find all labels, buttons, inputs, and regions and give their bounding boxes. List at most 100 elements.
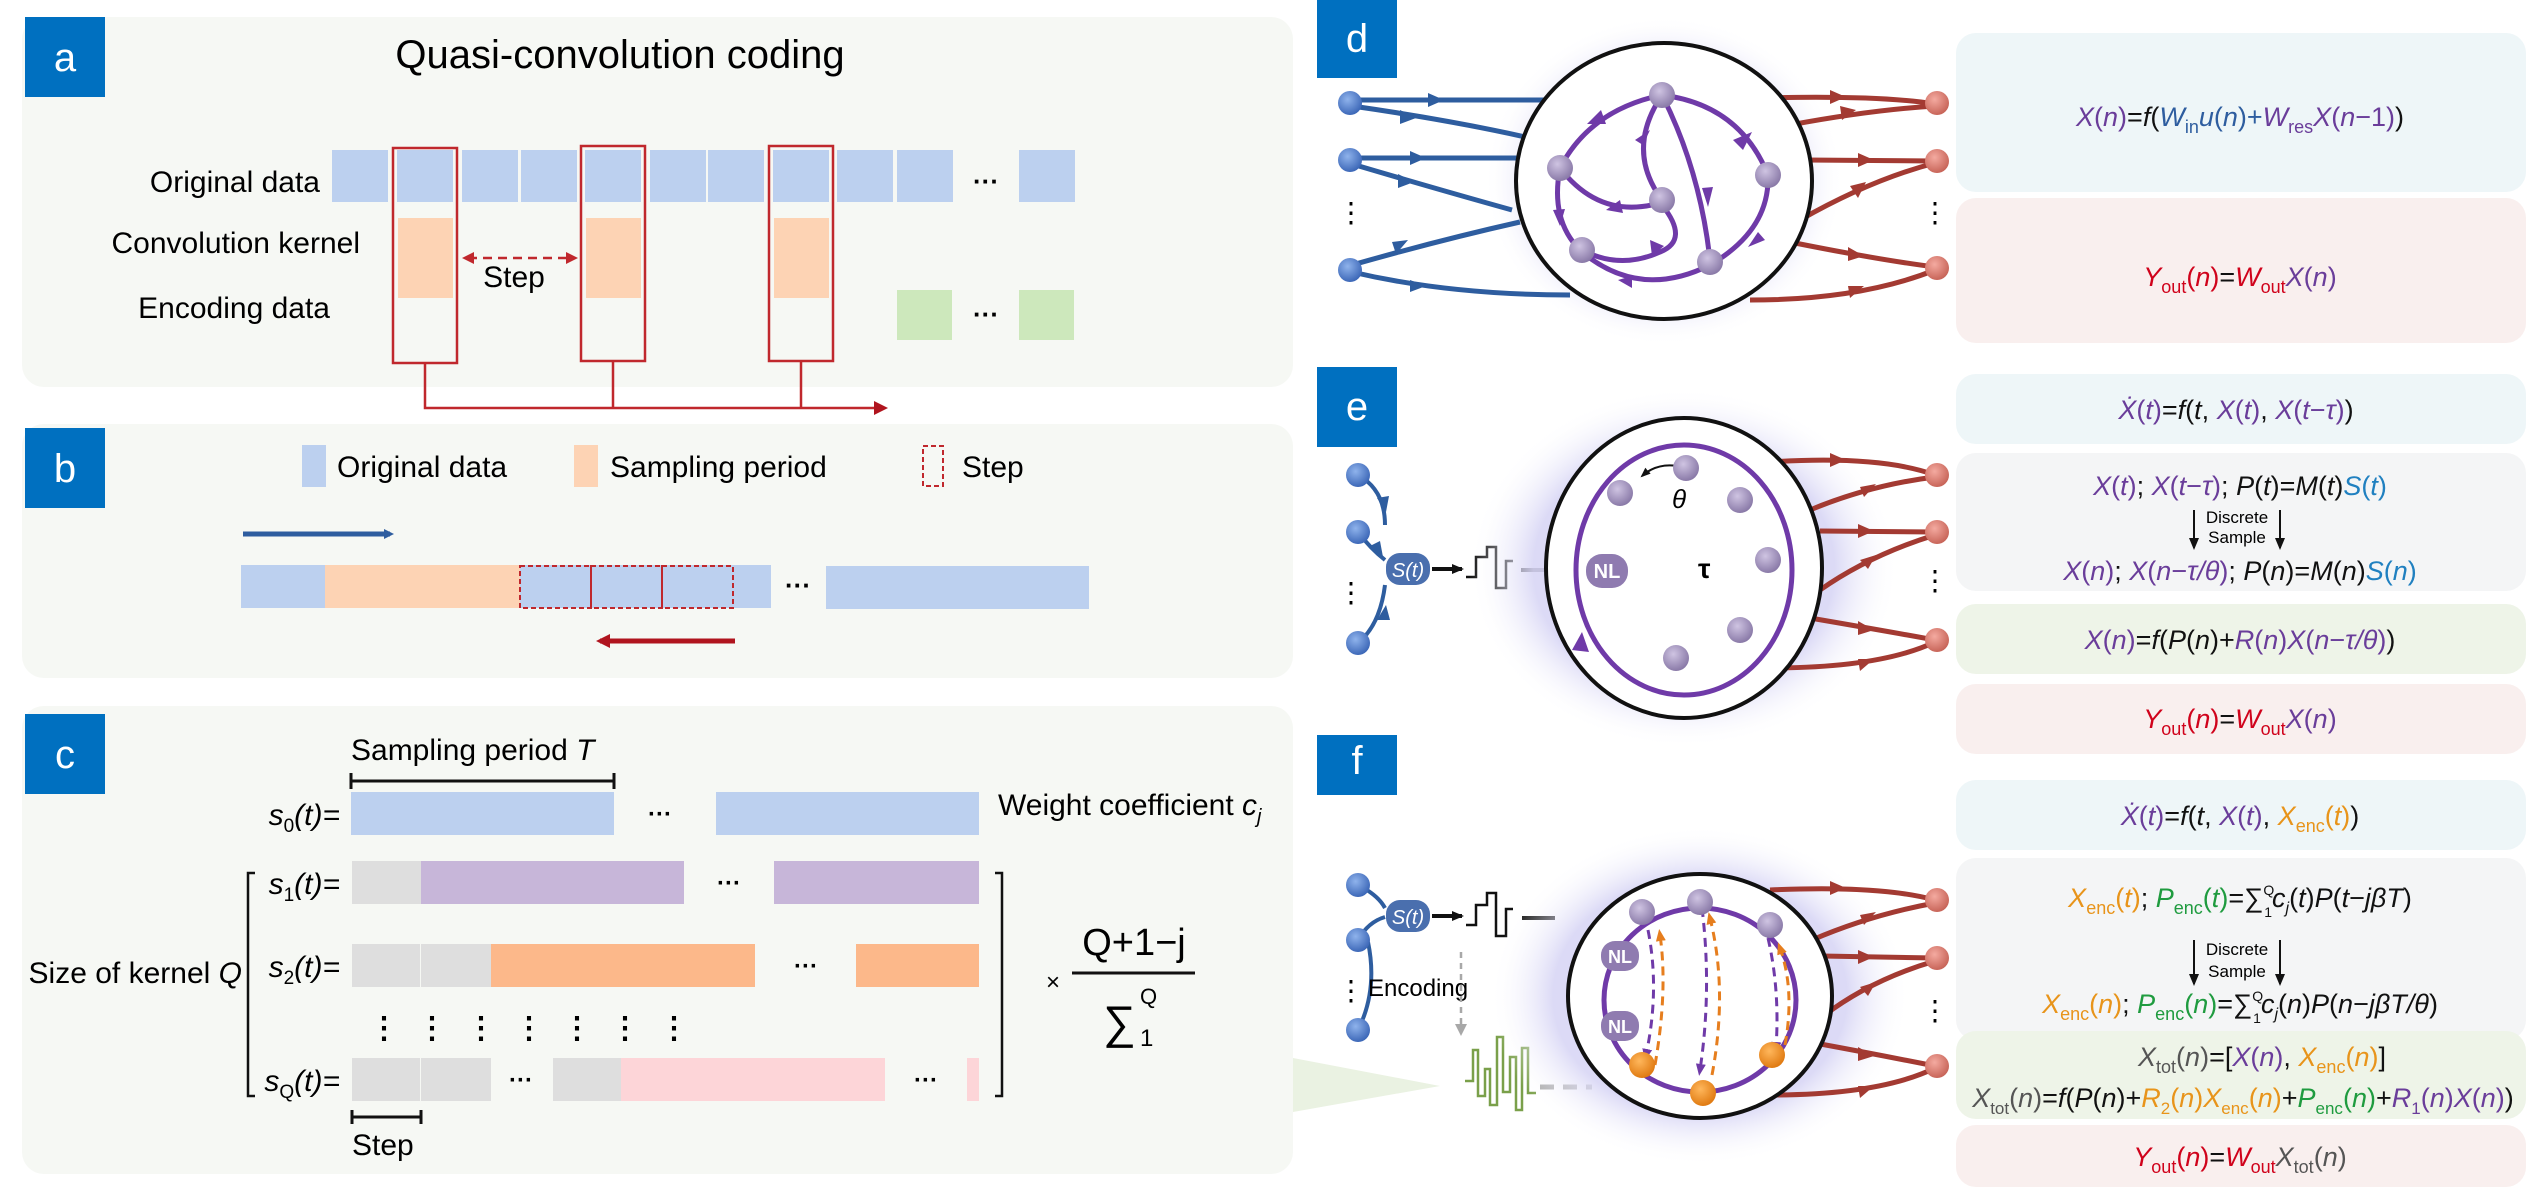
equation-discrete-input: X(n); X(n−τ/θ); P(n)=M(n)S(n) <box>2062 556 2417 586</box>
arrowhead <box>1848 286 1864 298</box>
vertical-ellipsis: ⋮ <box>1921 197 1949 228</box>
row-label-s0: s0(t)= <box>269 799 340 837</box>
input-node <box>1346 873 1370 897</box>
equation-state-update: X(n)=f(Winu(n)+WresX(n−1)) <box>2075 102 2404 137</box>
source-signal-label: S(t) <box>1392 907 1424 929</box>
equation-box <box>1956 1031 2526 1119</box>
arrowhead <box>1858 524 1874 538</box>
kernel-size-label: Size of kernel Q <box>29 957 242 990</box>
kernel-block-2 <box>586 218 641 298</box>
source-signal-node <box>1386 900 1430 932</box>
fraction-sigma: ∑ <box>1103 996 1136 1048</box>
vertical-ellipsis: ⋮ <box>369 1012 399 1045</box>
source-signal-label: S(t) <box>1392 560 1424 582</box>
arrowhead <box>1377 605 1390 620</box>
panel-label-b <box>25 428 105 508</box>
encoding-label: Encoding <box>1368 975 1468 1002</box>
vertical-ellipsis: ⋮ <box>1337 577 1365 608</box>
input-node <box>1346 463 1370 487</box>
virtual-node <box>1757 912 1783 938</box>
input-node <box>1338 91 1362 115</box>
ellipsis: ··· <box>717 870 741 897</box>
output-connection <box>1789 103 1936 128</box>
original-data-strip-end <box>826 566 1089 609</box>
fraction-sigma-lower: 1 <box>1140 1025 1153 1052</box>
output-connection <box>1811 900 1936 943</box>
output-connection <box>1769 886 1936 903</box>
reservoir-node <box>1755 162 1781 188</box>
virtual-node <box>1673 455 1699 481</box>
weight-bracket <box>995 871 1004 1098</box>
output-connection <box>1809 474 1936 513</box>
encoded-node <box>1629 1052 1655 1078</box>
vertical-ellipsis: ⋮ <box>1921 995 1949 1026</box>
input-connection <box>1351 219 1521 268</box>
s1-gray <box>352 861 421 904</box>
equation-box <box>1956 33 2526 192</box>
original-data-block <box>1019 150 1075 202</box>
reservoir-node <box>1649 82 1675 108</box>
arrowhead <box>1702 187 1713 207</box>
equation-delay-ode: Ẋ(t)=f(t, X(t), X(t−τ)) <box>2117 395 2353 425</box>
vertical-ellipsis: ⋮ <box>562 1012 592 1045</box>
input-node <box>1338 258 1362 282</box>
vertical-ellipsis: ⋮ <box>1337 197 1365 228</box>
discrete-label: Discrete <box>2206 508 2268 527</box>
kernel-block-1 <box>398 218 453 298</box>
input-node <box>1346 520 1370 544</box>
panel-a-title: Quasi-convolution coding <box>395 33 844 77</box>
coupling-arrow <box>1706 912 1722 1076</box>
panel-letter-e: e <box>1346 385 1368 429</box>
equation-total-update: Xtot(n)=f(P(n)+R2(n)Xenc(n)+Penc(n)+R1(n… <box>1971 1083 2514 1118</box>
legend-swatch-sampling <box>574 445 598 487</box>
equations-e: Ẋ(t)=f(t, X(t), X(t−τ)) X(t); X(t−τ); P(… <box>1956 374 2526 754</box>
delay-loop <box>1573 442 1795 698</box>
panel-e: e S(t) <box>1317 367 1949 748</box>
equation-box <box>1956 858 2526 1040</box>
arrowhead <box>1635 130 1650 145</box>
panel-letter-d: d <box>1346 17 1368 61</box>
input-connection <box>1351 269 1571 298</box>
equation-box <box>1956 604 2526 674</box>
panel-b-background <box>22 424 1293 678</box>
row-label-convolution-kernel: Convolution kernel <box>112 227 360 260</box>
output-node <box>1925 946 1949 970</box>
sQ-gray-2 <box>421 1058 491 1101</box>
s1-block-2 <box>774 861 979 904</box>
panel-letter-a: a <box>54 36 77 80</box>
row-label-original-data: Original data <box>150 166 320 199</box>
panel-label-c <box>25 714 105 794</box>
vertical-ellipsis: ⋮ <box>610 1012 640 1045</box>
output-connection <box>1798 160 1936 223</box>
recurrent-connection <box>1661 92 1771 176</box>
ellipsis: ··· <box>509 1067 533 1094</box>
virtual-node <box>1629 899 1655 925</box>
equation-continuous-input: X(t); X(t−τ); P(t)=M(t)S(t) <box>2092 471 2387 501</box>
output-connection <box>1821 953 1936 961</box>
equation-box <box>1956 198 2526 343</box>
arrowhead <box>1410 151 1426 165</box>
s2-block-2 <box>856 944 979 987</box>
input-connection <box>1351 161 1513 213</box>
sQ-block-1 <box>621 1058 885 1101</box>
kernel-size-bracket <box>246 871 255 1098</box>
encoding-block-2 <box>1019 290 1074 340</box>
coupling-arrow <box>1653 929 1666 1066</box>
input-node <box>1338 148 1362 172</box>
step-label: Step <box>352 1129 414 1162</box>
ellipsis: ··· <box>648 801 672 828</box>
reservoir-node <box>1569 237 1595 263</box>
sQ-gray-1 <box>352 1058 420 1101</box>
vertical-ellipsis: ⋮ <box>659 1012 689 1045</box>
panel-f: f S(t) Encoding <box>1317 735 1949 1166</box>
output-connection <box>1794 240 1936 270</box>
nonlinear-label: NL <box>1594 561 1621 583</box>
sQ-gray-3 <box>553 1058 621 1101</box>
kernel-block-3 <box>774 218 829 298</box>
tau-label: τ <box>1698 553 1711 584</box>
original-data-block <box>521 150 577 202</box>
arrowhead <box>1748 232 1765 247</box>
theta-label: θ <box>1672 484 1686 514</box>
arrowhead <box>1860 484 1876 497</box>
